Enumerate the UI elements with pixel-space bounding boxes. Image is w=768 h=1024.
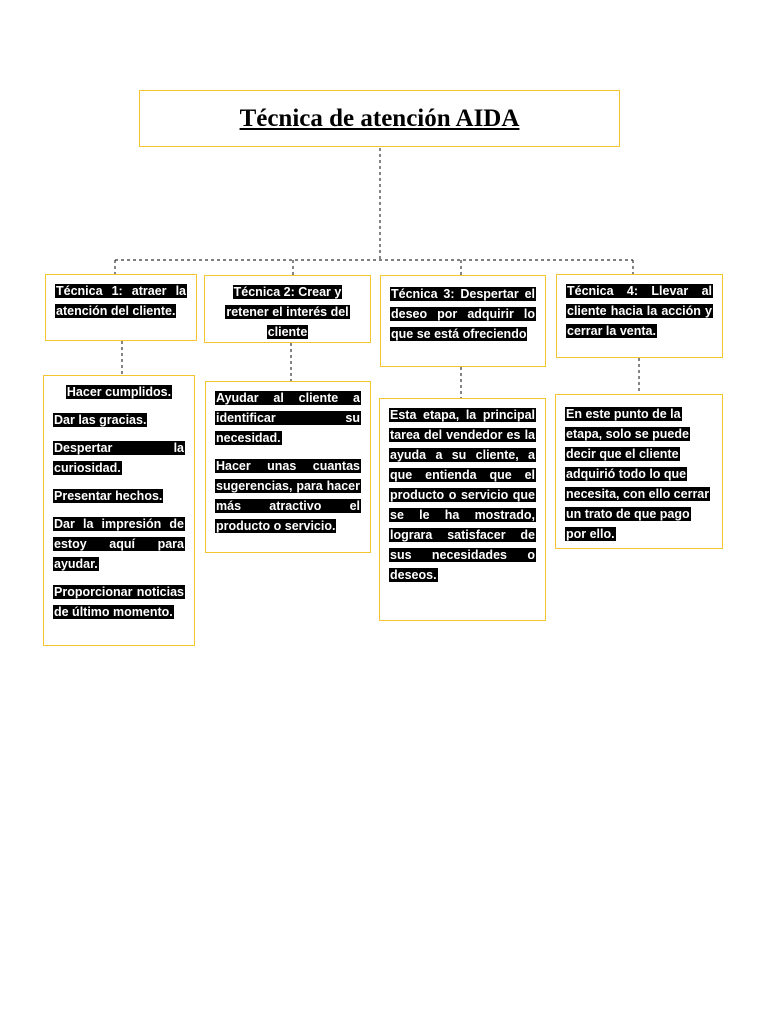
- technique-2-detail-1: Ayudar al cliente a identificar su neces…: [215, 391, 361, 445]
- technique-1-detail-box: Hacer cumplidos. Dar las gracias. Desper…: [43, 375, 195, 646]
- technique-1-detail-3: Despertar la curiosidad.: [53, 441, 185, 475]
- technique-2-detail-box: Ayudar al cliente a identificar su neces…: [205, 381, 371, 553]
- technique-2-header: Técnica 2: Crear y retener el interés de…: [225, 285, 350, 339]
- technique-1-detail-5: Dar la impresión de estoy aquí para ayud…: [53, 517, 185, 571]
- technique-4-detail-box: En este punto de la etapa, solo se puede…: [555, 394, 723, 549]
- technique-2-detail-2: Hacer unas cuantas sugerencias, para hac…: [215, 459, 361, 533]
- technique-1-detail-6: Proporcionar noticias de último momento.: [53, 585, 185, 619]
- technique-3-header: Técnica 3: Despertar el deseo por adquir…: [390, 287, 536, 341]
- technique-3-header-box: Técnica 3: Despertar el deseo por adquir…: [380, 275, 546, 367]
- technique-4-header-box: Técnica 4: Llevar al cliente hacia la ac…: [556, 274, 723, 358]
- technique-4-header: Técnica 4: Llevar al cliente hacia la ac…: [566, 284, 713, 338]
- technique-1-detail-2: Dar las gracias.: [53, 413, 148, 427]
- technique-1-header: Técnica 1: atraer la atención del client…: [55, 284, 187, 318]
- technique-1-header-box: Técnica 1: atraer la atención del client…: [45, 274, 197, 341]
- technique-1-detail-4: Presentar hechos.: [53, 489, 164, 503]
- technique-3-detail-box: Esta etapa, la principal tarea del vende…: [379, 398, 546, 621]
- technique-2-header-box: Técnica 2: Crear y retener el interés de…: [204, 275, 371, 343]
- diagram-title: Técnica de atención AIDA: [239, 105, 520, 132]
- technique-4-detail-1: En este punto de la etapa, solo se puede…: [565, 407, 711, 541]
- technique-1-detail-1: Hacer cumplidos.: [65, 385, 173, 399]
- title-box: Técnica de atención AIDA: [139, 90, 620, 147]
- technique-3-detail-1: Esta etapa, la principal tarea del vende…: [389, 408, 536, 582]
